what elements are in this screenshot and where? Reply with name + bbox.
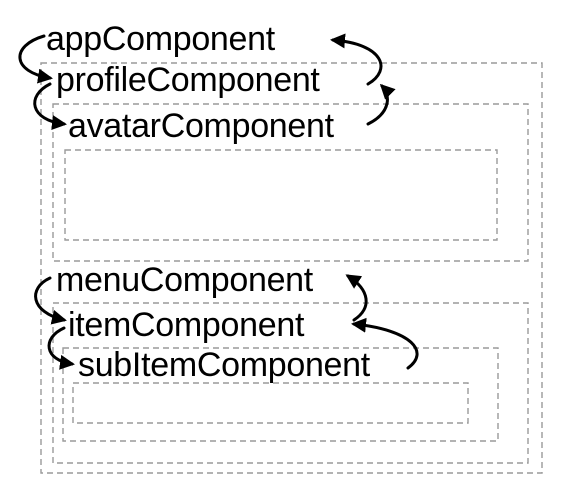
avatar-component-box (64, 149, 498, 241)
sub-item-component-label: subItemComponent (78, 346, 371, 384)
arrow-app-to-profile (18, 34, 53, 84)
arrow-avatar-to-profile (366, 83, 396, 126)
item-component-box (62, 347, 499, 442)
arrow-profile-to-avatar (33, 82, 67, 131)
profile-component-box (52, 103, 529, 262)
menu-component-label: menuComponent (56, 261, 314, 299)
arrow-item-to-subitem (47, 326, 75, 370)
profile-component-label: profileComponent (56, 61, 320, 99)
app-component-label: appComponent (46, 20, 276, 58)
app-component-box (40, 62, 543, 474)
arrow-menu-to-item (34, 276, 67, 325)
arrow-profile-to-app (330, 33, 383, 86)
arrow-subitem-to-item (351, 317, 419, 370)
avatar-component-label: avatarComponent (68, 107, 335, 145)
menu-component-box (52, 302, 529, 464)
item-component-label: itemComponent (68, 306, 305, 344)
arrow-item-to-menu (345, 274, 368, 322)
sub-item-component-box (72, 382, 469, 424)
